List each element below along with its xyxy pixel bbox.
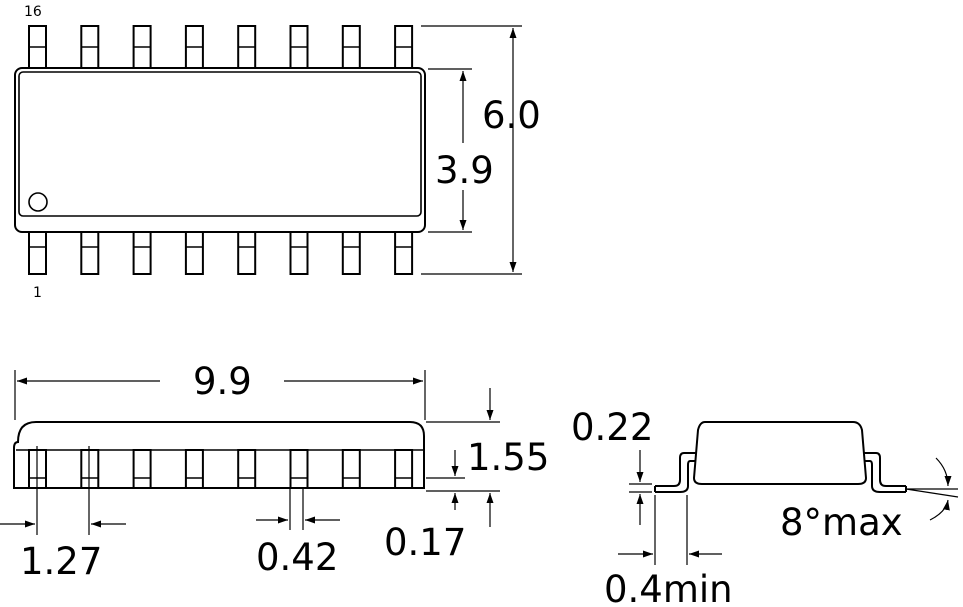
- end-lead-right: [864, 452, 906, 487]
- top-pin-lower: [341, 231, 361, 275]
- dim-standoff: [426, 450, 465, 510]
- top-view: [14, 25, 426, 275]
- side-lead: [394, 449, 414, 489]
- top-body-outline: [14, 67, 426, 233]
- dim-lead-thickness: [629, 450, 652, 525]
- top-body-inner: [18, 71, 422, 217]
- dim-standoff-label: 0.17: [384, 521, 466, 564]
- top-pin-lower: [184, 231, 204, 275]
- dim-lead-thickness-label: 0.22: [571, 406, 653, 449]
- side-lead: [341, 449, 361, 489]
- side-lead: [132, 449, 152, 489]
- top-pin-lower: [394, 231, 414, 275]
- end-lead-left: [655, 452, 696, 487]
- dim-pitch: [0, 446, 126, 535]
- dim-total-width-label: 6.0: [482, 94, 541, 137]
- top-pin-lower: [80, 231, 100, 275]
- dim-height: [426, 388, 500, 527]
- dim-foot-length-label: 0.4min: [604, 568, 733, 607]
- top-pin-lower: [132, 231, 152, 275]
- side-body-outline: [13, 421, 425, 489]
- side-leads: [28, 449, 414, 489]
- dim-lead-width-label: 0.42: [256, 536, 338, 579]
- end-lead-left-inner: [655, 460, 696, 493]
- dim-foot-angle-label: 8°max: [780, 501, 903, 544]
- pin1-marker: [28, 192, 48, 212]
- side-view: [13, 421, 425, 489]
- pin-1-label: 1: [33, 285, 42, 301]
- pin-16-label: 16: [24, 4, 42, 20]
- dim-body-width: [428, 68, 472, 233]
- dim-body-width-label: 3.9: [435, 149, 494, 192]
- dim-body-length: [14, 370, 426, 420]
- dim-lead-width: [256, 488, 340, 530]
- top-pin-lower: [28, 231, 47, 275]
- side-lead: [184, 449, 204, 489]
- end-body-outline: [692, 421, 868, 485]
- side-lead: [289, 449, 309, 489]
- end-lead-right-inner: [864, 460, 906, 493]
- top-pin-lower: [237, 231, 257, 275]
- side-lead: [80, 449, 100, 489]
- top-pins-lower-row: [28, 231, 414, 275]
- dim-body-length-label: 9.9: [193, 360, 252, 403]
- dim-pitch-label: 1.27: [20, 540, 102, 583]
- top-pins-upper-row: [28, 25, 414, 69]
- side-lead: [237, 449, 257, 489]
- dim-total-width: [421, 25, 522, 275]
- dim-height-label: 1.55: [467, 436, 549, 479]
- dim-foot-angle: [905, 457, 959, 521]
- end-view: [654, 421, 907, 493]
- top-pin-lower: [289, 231, 309, 275]
- dim-foot-length: [618, 495, 722, 565]
